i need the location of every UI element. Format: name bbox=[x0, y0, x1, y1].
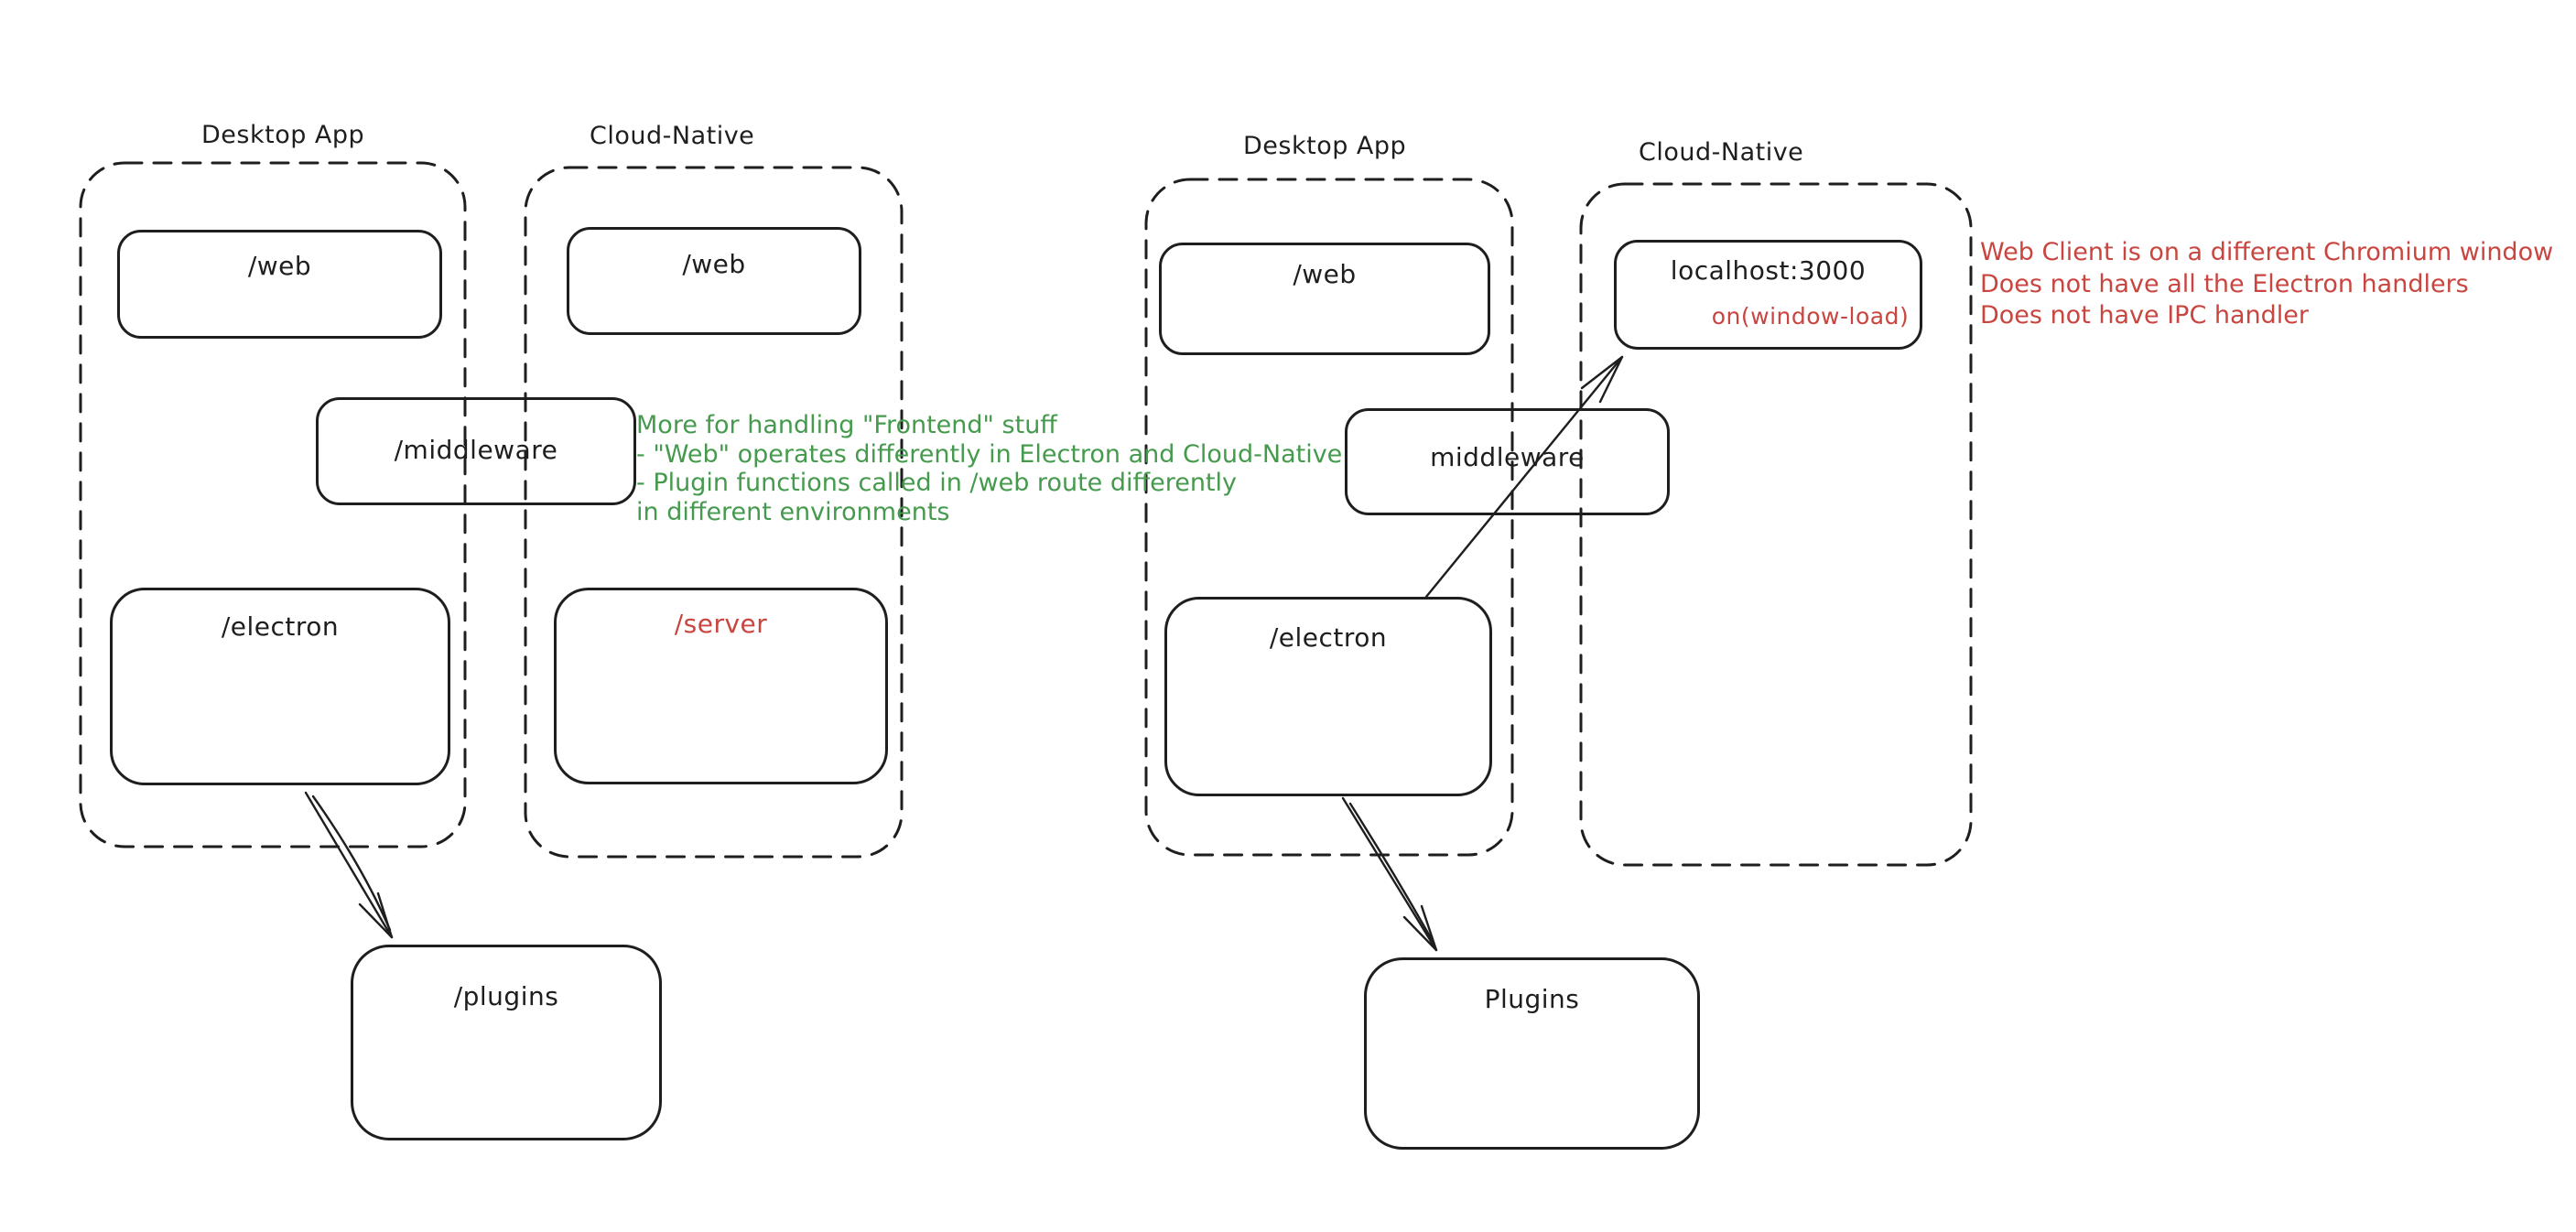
node-right-middleware-label: middleware bbox=[1430, 442, 1585, 472]
right-cloud-native-title: Cloud-Native bbox=[1639, 138, 1804, 167]
node-left-web: /web bbox=[117, 230, 442, 339]
node-left-web-label: /web bbox=[247, 251, 312, 281]
arrow-electron-to-localhost bbox=[1424, 355, 1624, 599]
node-right-web-label: /web bbox=[1293, 259, 1357, 289]
node-right-plugins-label: Plugins bbox=[1484, 984, 1580, 1014]
right-cloud-native-container bbox=[1579, 182, 1973, 867]
arrow-electron-to-plugins-left bbox=[304, 791, 394, 939]
note-frontend-line-4: in different environments bbox=[636, 497, 950, 526]
right-desktop-app-title: Desktop App bbox=[1243, 132, 1407, 160]
node-left-server: /server bbox=[554, 588, 888, 784]
node-localhost-event-label: on(window-load) bbox=[1711, 303, 1910, 330]
node-localhost-label: localhost:3000 bbox=[1670, 255, 1867, 286]
node-left-electron-label: /electron bbox=[221, 611, 340, 642]
node-left-plugins: /plugins bbox=[351, 945, 662, 1140]
node-right-web: /web bbox=[1159, 243, 1490, 355]
node-left-server-label: /server bbox=[674, 609, 768, 639]
node-right-electron-label: /electron bbox=[1269, 622, 1388, 653]
arrow-electron-to-plugins-right bbox=[1341, 796, 1438, 952]
node-right-middleware: middleware bbox=[1345, 408, 1670, 515]
node-left-electron: /electron bbox=[110, 588, 450, 785]
note-web-client: Web Client is on a different Chromium wi… bbox=[1980, 237, 2553, 332]
right-desktop-app-container bbox=[1144, 178, 1514, 857]
node-left-cloud-web: /web bbox=[567, 227, 861, 335]
node-left-plugins-label: /plugins bbox=[453, 981, 559, 1011]
node-left-cloud-web-label: /web bbox=[682, 249, 746, 279]
node-left-middleware-label: /middleware bbox=[394, 435, 558, 465]
left-cloud-native-title: Cloud-Native bbox=[590, 122, 755, 150]
node-right-electron: /electron bbox=[1164, 597, 1492, 796]
node-localhost: localhost:3000 on(window-load) bbox=[1614, 240, 1922, 350]
note-frontend-line-2: - "Web" operates differently in Electron… bbox=[636, 439, 1343, 469]
node-left-middleware: /middleware bbox=[316, 397, 636, 505]
note-web-client-line-1: Web Client is on a different Chromium wi… bbox=[1980, 238, 2554, 266]
note-frontend-line-3: - Plugin functions called in /web route … bbox=[636, 469, 1238, 497]
note-web-client-line-3: Does not have IPC handler bbox=[1980, 301, 2310, 330]
left-desktop-app-container bbox=[79, 161, 467, 848]
left-desktop-app-title: Desktop App bbox=[201, 121, 365, 149]
note-web-client-line-2: Does not have all the Electron handlers bbox=[1980, 269, 2469, 298]
note-frontend-line-1: More for handling "Frontend" stuff bbox=[636, 411, 1057, 439]
left-cloud-native-container bbox=[524, 166, 904, 859]
note-frontend-handling: More for handling "Frontend" stuff - "We… bbox=[636, 411, 1342, 526]
node-right-plugins: Plugins bbox=[1364, 957, 1700, 1150]
